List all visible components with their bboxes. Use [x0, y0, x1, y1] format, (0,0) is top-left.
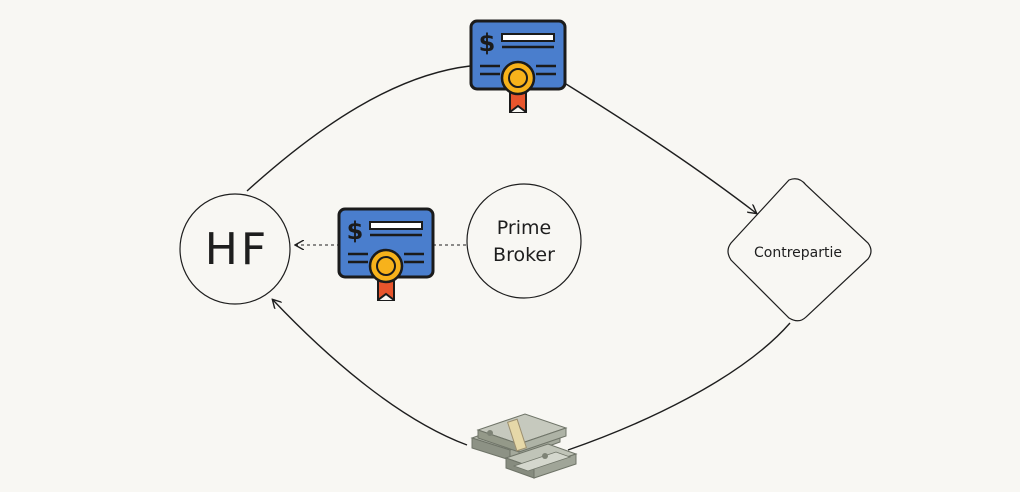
svg-text:$: $	[347, 217, 364, 245]
certificate-to-contrepartie-arrow	[565, 83, 756, 213]
contrepartie-node[interactable]: Contrepartie	[727, 178, 872, 322]
hf-label: HF	[205, 224, 269, 275]
prime-broker-circle	[466, 183, 582, 299]
hf-circle	[179, 193, 291, 305]
cash-to-hf-arrow	[273, 300, 468, 446]
contrepartie-diamond	[727, 178, 872, 322]
certificate-icon: $	[469, 19, 567, 113]
certificate-icon: $	[337, 207, 435, 301]
prime-broker-label-line2: Broker	[493, 244, 555, 266]
svg-text:$: $	[479, 29, 496, 57]
cash-stack-icon	[470, 413, 578, 479]
prime-broker-label-line1: Prime	[497, 217, 551, 239]
contrepartie-to-cash-line	[567, 322, 791, 451]
hf-node[interactable]: HF	[179, 193, 291, 305]
prime-broker-node[interactable]: Prime Broker	[466, 183, 582, 299]
hf-to-certificate-line	[246, 65, 471, 192]
contrepartie-label: Contrepartie	[754, 245, 842, 261]
